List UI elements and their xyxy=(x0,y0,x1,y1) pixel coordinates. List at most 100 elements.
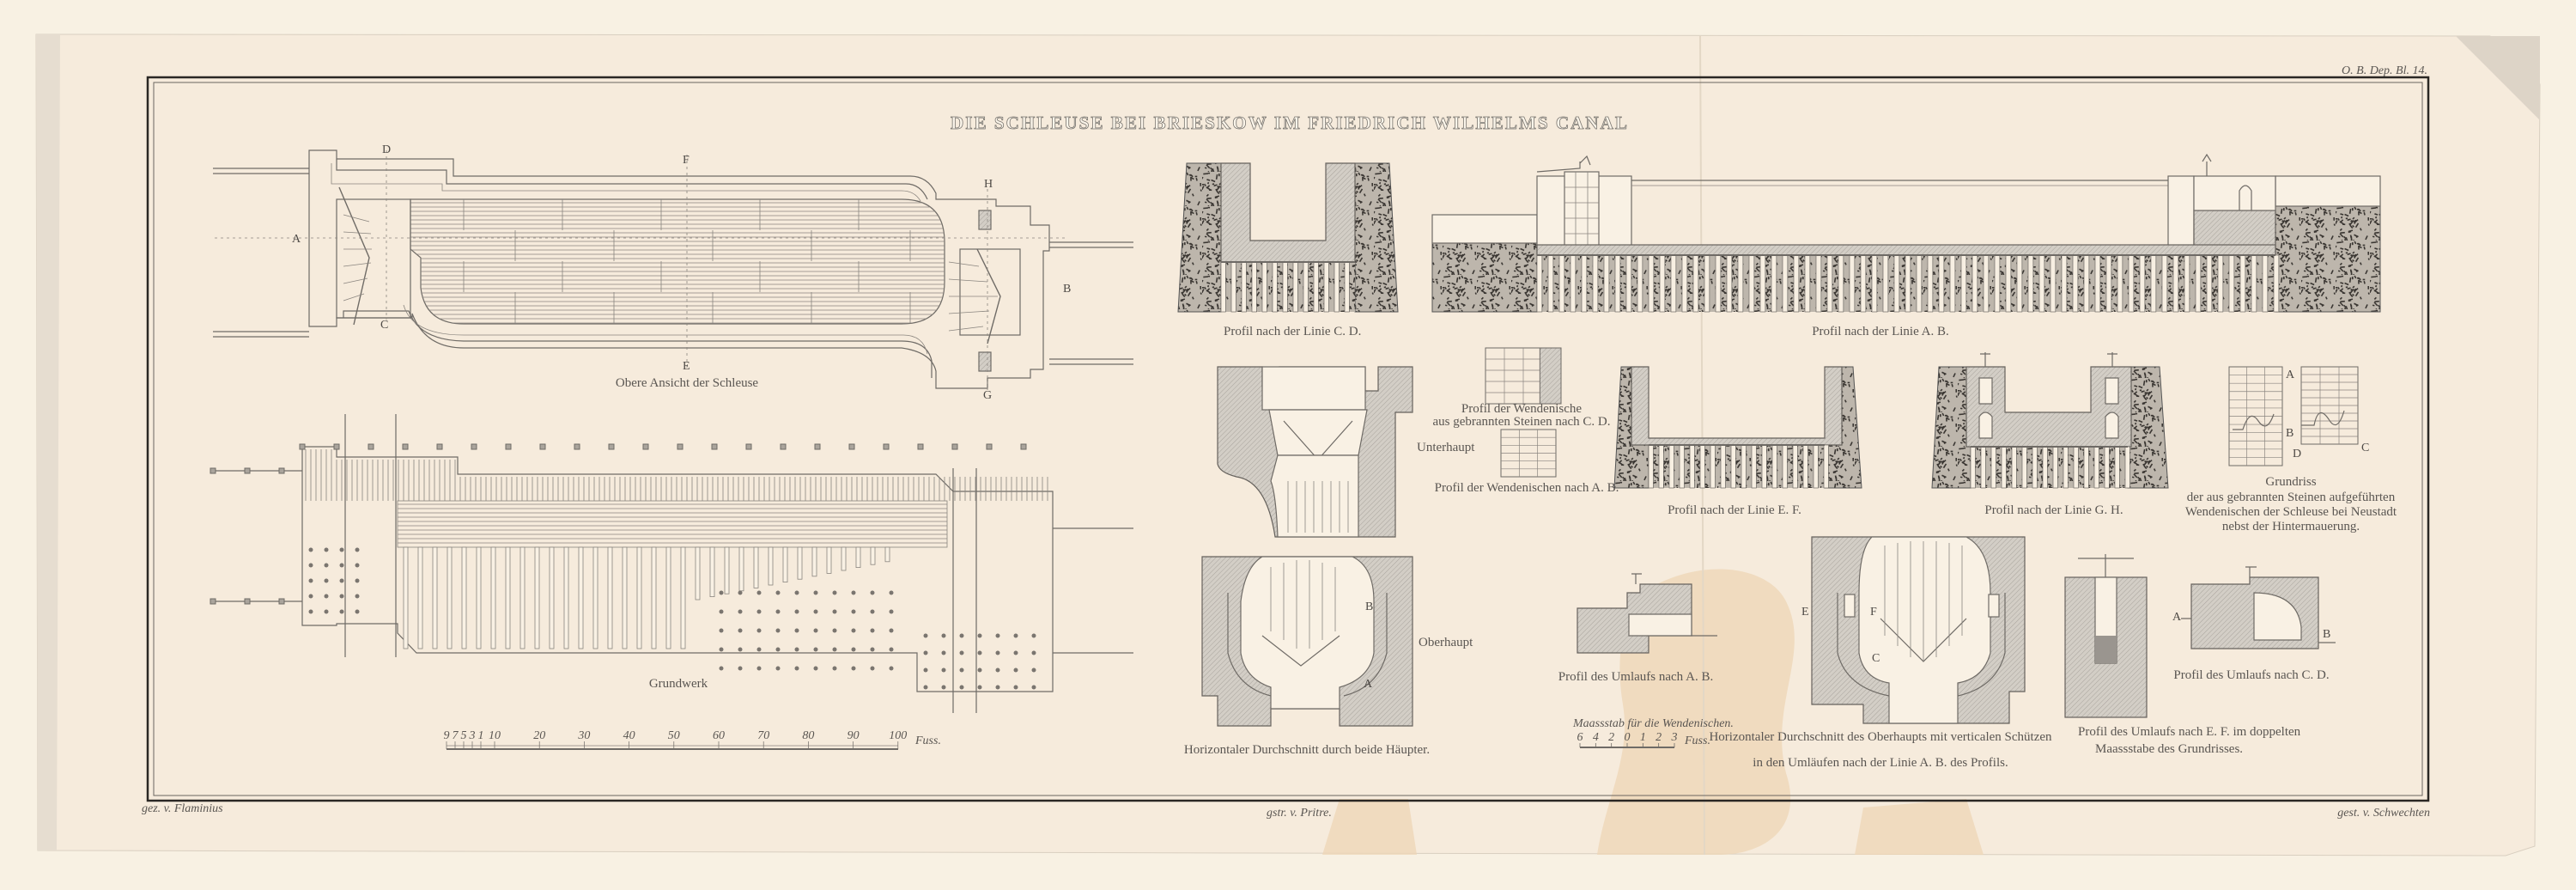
foundation-pile xyxy=(1882,254,1889,313)
pile xyxy=(841,546,847,571)
foundation-pile xyxy=(1292,261,1298,313)
pile xyxy=(870,546,876,565)
niche-cd-caption-2: aus gebrannten Steinen nach C. D. xyxy=(1432,415,1610,429)
scale-tick-label: 5 xyxy=(461,729,467,742)
pile-head xyxy=(959,685,964,690)
pile xyxy=(622,546,628,649)
pile-head xyxy=(813,666,818,671)
letter-g: G xyxy=(983,389,992,402)
culvert-cd-caption: Profil des Umlaufs nach C. D. xyxy=(2173,668,2329,682)
scale-tick-label: 3 xyxy=(1671,731,1678,744)
foundation-pile xyxy=(2251,254,2257,313)
sheet-pile-post xyxy=(608,443,615,450)
pile-head xyxy=(995,633,1000,638)
sheet-pile-post xyxy=(278,598,285,605)
pile-head xyxy=(719,666,724,671)
sheet-pile-post xyxy=(1020,443,1027,450)
top-plan-drawing: A B C D E F G H Obere Ansicht der Schleu… xyxy=(213,143,1133,402)
foundation-pile xyxy=(1838,254,1844,313)
sheet-pile-post xyxy=(883,443,890,450)
pile xyxy=(884,546,890,563)
foundation-pile xyxy=(2083,254,2090,313)
pile-head xyxy=(794,590,799,595)
niche-scale-caption: Maassstab für die Wendenischen. xyxy=(1572,717,1734,730)
scale-tick-label: 20 xyxy=(533,729,545,742)
pile-head xyxy=(870,609,875,614)
foundation-pile xyxy=(1323,261,1329,313)
scale-tick-label: 40 xyxy=(623,729,635,742)
foundation-pile xyxy=(1272,261,1278,313)
paper-corner-fold xyxy=(2456,36,2540,120)
pile-head xyxy=(851,647,856,652)
foundation-pile xyxy=(1916,254,1923,313)
foundation-pile xyxy=(2001,446,2007,489)
pile-head xyxy=(719,590,724,595)
foundation-pile xyxy=(1710,444,1716,489)
foundation-pile xyxy=(1927,254,1934,313)
plate-title: DIE SCHLEUSE BEI BRIESKOW IM FRIEDRICH W… xyxy=(951,113,1629,133)
pile-head xyxy=(1031,633,1036,638)
sheet-pile-post xyxy=(745,443,752,450)
sheet-pile-post xyxy=(402,443,409,450)
foundation-pile xyxy=(1793,254,1800,313)
pile-head xyxy=(324,594,329,599)
pile-head xyxy=(794,628,799,633)
pile xyxy=(417,546,423,649)
pile-head xyxy=(775,628,781,633)
foundation-pile xyxy=(2273,254,2280,313)
pile-head xyxy=(775,590,781,595)
profile-cd-drawing: Profil nach der Linie C. D. xyxy=(1177,162,1399,338)
sheet-pile-post xyxy=(917,443,924,450)
pile-head xyxy=(977,685,982,690)
section-letter-f: F xyxy=(1870,606,1877,619)
foundation-pile xyxy=(1771,444,1777,489)
foundation-pile xyxy=(1971,254,1978,313)
pile xyxy=(476,546,482,649)
foundation-pile xyxy=(1751,444,1757,489)
pile-head xyxy=(941,650,946,655)
niche-ab-caption: Profil der Wendenischen nach A. B. xyxy=(1435,481,1619,495)
foundation-planking xyxy=(305,449,1048,544)
culvert-ef-profile: Profil des Umlaufs nach E. F. im doppelt… xyxy=(2064,554,2301,756)
profile-cd-caption: Profil nach der Linie C. D. xyxy=(1224,325,1361,338)
foundation-pile xyxy=(1692,254,1699,313)
pile-head xyxy=(1013,668,1018,673)
profile-ab-drawing: Profil nach der Linie A. B. xyxy=(1431,153,2381,338)
foundation-pile xyxy=(2117,254,2123,313)
pile-head xyxy=(756,666,762,671)
foundation-pile xyxy=(1681,254,1688,313)
scale-tick-label: 80 xyxy=(802,729,814,742)
pile-head xyxy=(324,609,329,614)
foundation-pile xyxy=(1737,254,1744,313)
pile-head xyxy=(995,668,1000,673)
pile xyxy=(738,546,744,592)
pile-head xyxy=(324,563,329,568)
pile xyxy=(811,546,817,577)
pile-head xyxy=(923,633,928,638)
scale-tick-label: 50 xyxy=(668,729,680,742)
inner-frame xyxy=(153,82,2423,796)
letter-a: A xyxy=(292,233,301,246)
pile-head xyxy=(1013,650,1018,655)
sheet-pile-post xyxy=(471,443,477,450)
pile-head xyxy=(339,563,344,568)
profile-ef-drawing: Profil nach der Linie E. F. xyxy=(1613,366,1862,517)
letter-h: H xyxy=(984,178,993,191)
pile-head xyxy=(941,668,946,673)
pile xyxy=(695,546,701,600)
foundation-pile xyxy=(1761,444,1767,489)
sheet-pile-post xyxy=(574,443,580,450)
pile xyxy=(403,546,409,649)
foundation-pile xyxy=(1949,254,1956,313)
foundation-pile xyxy=(2038,254,2045,313)
top-plan-caption: Obere Ansicht der Schleuse xyxy=(616,376,759,390)
foundation-pile xyxy=(1813,444,1819,489)
culvert-ab-caption: Profil des Umlaufs nach A. B. xyxy=(1558,670,1713,684)
pile xyxy=(432,546,438,649)
sheet-pile-post xyxy=(436,443,443,450)
sheet-pile-post xyxy=(210,598,216,605)
outer-frame xyxy=(146,76,2430,802)
foundation-pile xyxy=(1699,444,1705,489)
